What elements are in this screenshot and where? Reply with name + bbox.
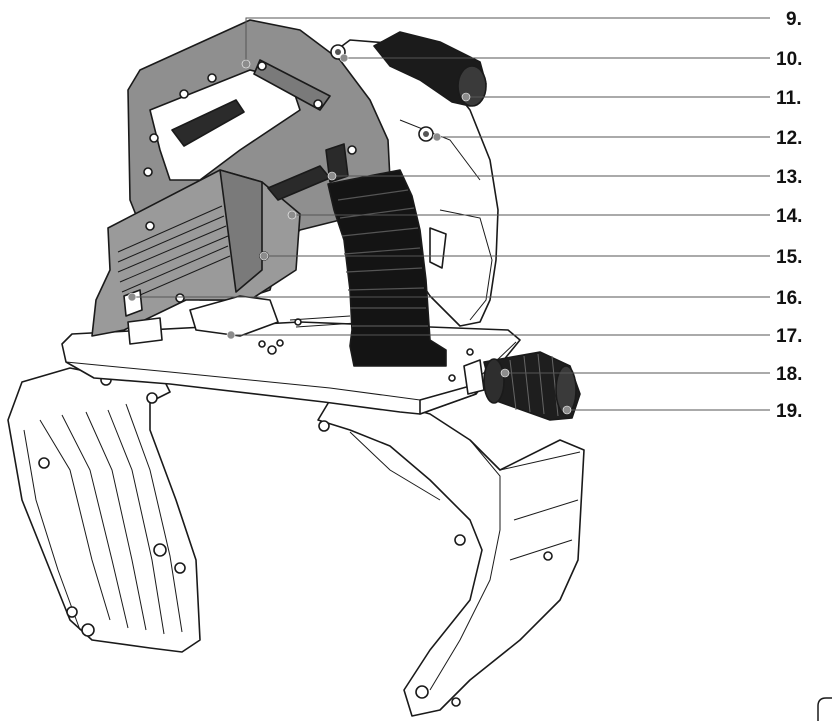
callout-label-14: 14. [776,206,802,227]
callout-label-19: 19. [776,401,802,422]
callout-label-11: 11. [776,88,801,109]
callout-label-10: 10. [776,49,802,70]
callout-label-15: 15. [776,247,802,268]
bellows [327,169,447,367]
callout-label-9: 9. [786,9,802,30]
callout-label-13: 13. [776,167,802,188]
callout-leaders [127,17,770,415]
callout-label-18: 18. [776,364,802,385]
callout-labels: 9. 10. 11. 12. 13. 14. 15. 16. 17. 18. 1… [776,9,802,422]
saw-housing [91,19,391,345]
vent-grille [117,205,231,303]
callout-label-12: 12. [776,128,802,149]
callout-label-16: 16. [776,288,802,309]
page-corner-marker [817,697,832,721]
callout-label-17: 17. [776,326,802,347]
clamp-frame [7,367,585,717]
